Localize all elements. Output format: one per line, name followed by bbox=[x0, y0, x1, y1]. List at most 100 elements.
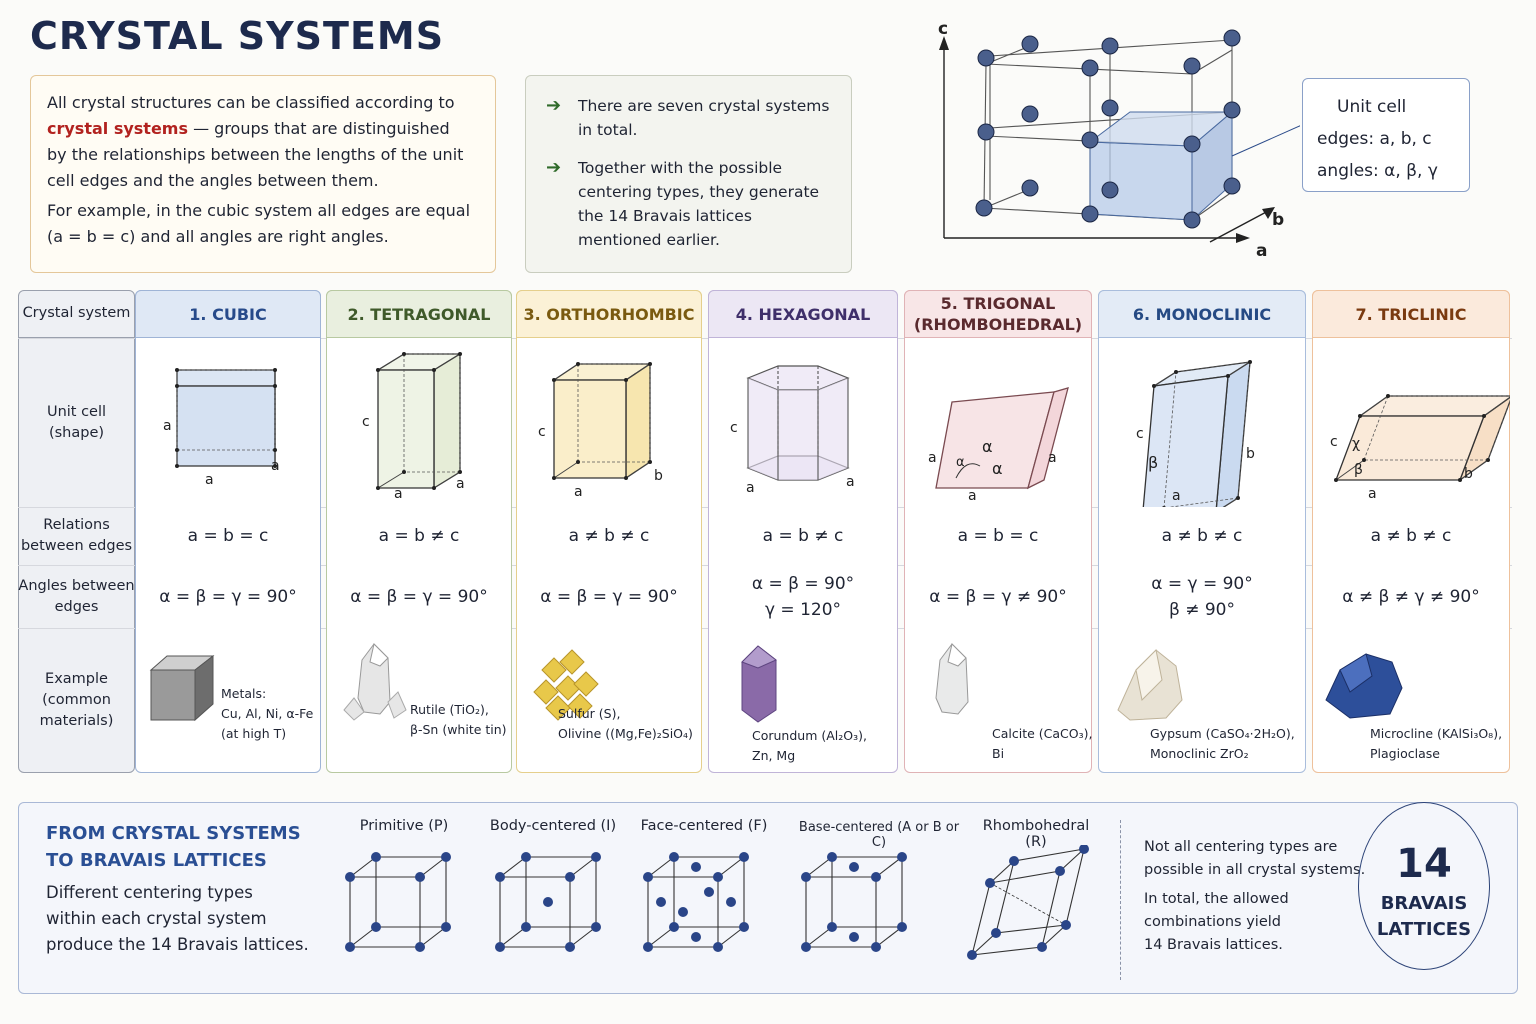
count-label-line: LATTICES bbox=[1376, 919, 1472, 940]
edge-label: b bbox=[1464, 466, 1473, 482]
example-materials: Calcite (CaCO₃), Bi bbox=[992, 726, 1093, 761]
fact-text: There are seven crystal systems in total… bbox=[578, 97, 830, 139]
lattice-label-face-centered: Face-centered (F) bbox=[640, 818, 768, 834]
edge-label: b bbox=[654, 468, 663, 484]
svg-text:α: α bbox=[982, 437, 993, 456]
edge-relation: a = b = c bbox=[187, 526, 269, 546]
unit-cell-lattice-diagram: c a b bbox=[938, 19, 1300, 261]
angle-relation: α = β = γ = 90° bbox=[135, 565, 321, 628]
angle-relation: α = γ = 90°β ≠ 90° bbox=[1098, 565, 1306, 628]
fact-item: ➔ Together with the possible centering t… bbox=[546, 156, 837, 252]
row-label-crystal-system: Crystal system bbox=[18, 290, 135, 338]
intro-text: by the relationships between the lengths… bbox=[47, 145, 464, 164]
system-header: 5. TRIGONAL (RHOMBOHEDRAL) bbox=[904, 290, 1092, 338]
system-column bbox=[904, 290, 1092, 773]
example-materials: Metals: Cu, Al, Ni, α-Fe (at high T) bbox=[221, 686, 314, 741]
mineral-sample-icon bbox=[149, 654, 215, 722]
note-line: Not all centering types are bbox=[1144, 839, 1338, 855]
bravais-desc-line: within each crystal system bbox=[46, 909, 267, 928]
bravais-desc-line: produce the 14 Bravais lattices. bbox=[46, 935, 309, 954]
system-header: 2. TETRAGONAL bbox=[326, 290, 512, 338]
intro-box: All crystal structures can be classified… bbox=[30, 75, 496, 273]
note-line: possible in all crystal systems. bbox=[1144, 862, 1366, 878]
edge-label: a bbox=[163, 418, 172, 434]
edge-relation: a ≠ b ≠ c bbox=[1370, 526, 1452, 546]
page-title: CRYSTAL SYSTEMS bbox=[30, 14, 445, 58]
row-label: Angles between edges bbox=[18, 577, 135, 615]
system-header: 3. ORTHORHOMBIC bbox=[516, 290, 702, 338]
arrow-right-icon: ➔ bbox=[546, 95, 562, 116]
bravais-title-line: TO BRAVAIS LATTICES bbox=[46, 850, 267, 871]
edge-relation: a = b = c bbox=[957, 526, 1039, 546]
mineral-sample-icon bbox=[1117, 648, 1183, 721]
intro-paragraph-2: For example, in the cubic system all edg… bbox=[47, 198, 479, 250]
bravais-count-badge: 14 BRAVAIS LATTICES bbox=[1358, 802, 1490, 970]
svg-text:χ: χ bbox=[1352, 436, 1360, 452]
edge-label: a bbox=[456, 476, 465, 492]
lattice-label-rhombohedral: Rhombohedral (R) bbox=[982, 818, 1090, 850]
edge-relation: a ≠ b ≠ c bbox=[568, 526, 650, 546]
edge-label: a bbox=[271, 458, 280, 474]
system-header: 6. MONOCLINIC bbox=[1098, 290, 1306, 338]
edge-label: a bbox=[928, 450, 937, 466]
lattice-label-body-centered: Body-centered (I) bbox=[489, 818, 617, 834]
intro-text: (a = b = c) and all angles are right ang… bbox=[47, 227, 389, 246]
edge-label: a bbox=[746, 480, 755, 496]
svg-text:β: β bbox=[1354, 462, 1363, 478]
angle-line: α = γ = 90° bbox=[1151, 573, 1253, 594]
mineral-sample-icon bbox=[533, 649, 599, 721]
intro-text: All crystal structures can be classified… bbox=[47, 93, 455, 112]
intro-text: For example, in the cubic system all edg… bbox=[47, 201, 471, 220]
mineral-sample-icon bbox=[343, 643, 407, 721]
note-line: 14 Bravais lattices. bbox=[1144, 937, 1283, 953]
angle-relation: α = β = γ = 90° bbox=[326, 565, 512, 628]
bravais-title: FROM CRYSTAL SYSTEMS TO BRAVAIS LATTICES bbox=[46, 820, 301, 874]
intro-paragraph-1: All crystal structures can be classified… bbox=[47, 90, 479, 194]
note-line: In total, the allowed bbox=[1144, 891, 1289, 907]
arrow-right-icon: ➔ bbox=[546, 157, 562, 178]
example-materials: Rutile (TiO₂), β-Sn (white tin) bbox=[410, 702, 507, 737]
svg-text:α: α bbox=[956, 455, 965, 470]
edge-label: a bbox=[1048, 450, 1057, 466]
system-header: 7. TRICLINIC bbox=[1312, 290, 1510, 338]
edge-label: a bbox=[574, 484, 583, 500]
system-header: 4. HEXAGONAL bbox=[708, 290, 898, 338]
unit-cell-shape: caa bbox=[362, 352, 465, 502]
row-label: Unit cell (shape) bbox=[46, 403, 107, 441]
bravais-description: Different centering types within each cr… bbox=[46, 880, 309, 958]
fact-text: Together with the possible centering typ… bbox=[578, 159, 820, 249]
mineral-sample-icon bbox=[1325, 653, 1403, 719]
angle-line: α = β = γ = 90° bbox=[540, 586, 678, 607]
angle-line: α = β = 90° bbox=[751, 573, 855, 594]
edge-label: c bbox=[362, 414, 370, 430]
bravais-desc-line: Different centering types bbox=[46, 883, 253, 902]
example-materials: Sulfur (S), Olivine ((Mg,Fe)₂SiO₄) bbox=[558, 706, 693, 741]
angle-line: α = β = γ ≠ 90° bbox=[929, 586, 1067, 607]
edge-relation: a ≠ b ≠ c bbox=[1161, 526, 1243, 546]
unit-cell-title: Unit cell bbox=[1337, 97, 1407, 117]
angle-line: γ = 120° bbox=[764, 599, 842, 620]
edge-relation: a = b ≠ c bbox=[378, 526, 460, 546]
note-line: combinations yield bbox=[1144, 914, 1281, 930]
intro-text: — groups that are distinguished bbox=[188, 119, 450, 138]
unit-cell-shape: a a a bbox=[163, 368, 280, 488]
axis-a-label: a bbox=[1256, 241, 1267, 261]
fact-item: ➔ There are seven crystal systems in tot… bbox=[546, 94, 837, 142]
angle-line: α = β = γ = 90° bbox=[159, 586, 297, 607]
bravais-lattice-diagrams bbox=[345, 845, 1089, 960]
edge-label: a bbox=[1172, 488, 1181, 504]
angle-relation: α = β = 90° γ = 120° bbox=[708, 565, 898, 628]
system-header: 1. CUBIC bbox=[135, 290, 321, 338]
angle-line: α ≠ β ≠ γ ≠ 90° bbox=[1342, 586, 1480, 607]
angle-relation: α ≠ β ≠ γ ≠ 90° bbox=[1312, 565, 1510, 628]
mineral-sample-icon bbox=[935, 643, 969, 715]
edge-label: b bbox=[1246, 446, 1255, 462]
lattice-label-base-centered: Base-centered (A or B or C) bbox=[798, 820, 960, 850]
crystal-systems-highlight: crystal systems bbox=[47, 119, 188, 138]
edge-label: a bbox=[205, 472, 214, 488]
angle-line: α = β = γ = 90° bbox=[350, 586, 488, 607]
axis-c-label: c bbox=[938, 19, 948, 39]
